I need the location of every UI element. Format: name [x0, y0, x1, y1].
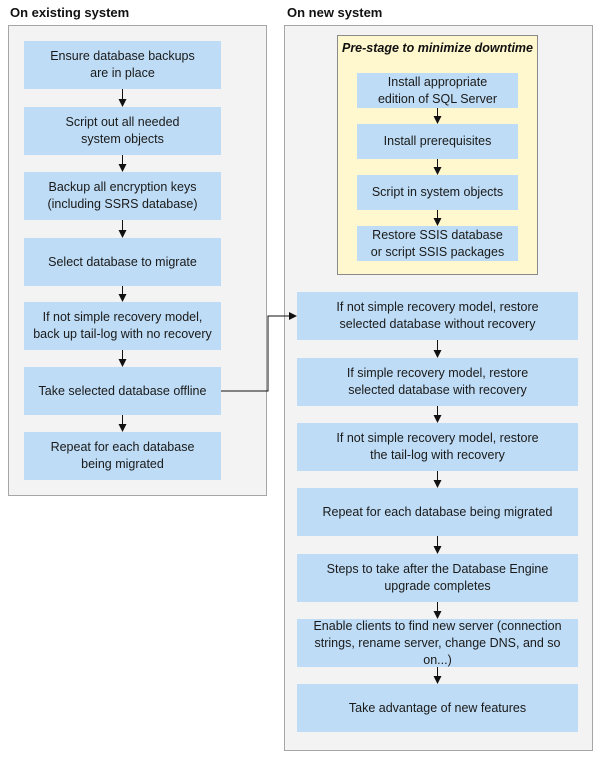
- step-label: Script out all needed system objects: [65, 115, 180, 146]
- step-label: Enable clients to find new server (conne…: [313, 618, 562, 667]
- step-repeat-existing: Repeat for each database being migrated: [24, 432, 221, 480]
- step-label: Repeat for each database being migrated: [322, 504, 553, 519]
- step-label: Script in system objects: [371, 185, 504, 199]
- step-label: Take selected database offline: [38, 383, 207, 398]
- step-take-database-offline: Take selected database offline: [24, 367, 221, 415]
- left-section-title: On existing system: [10, 5, 130, 20]
- step-enable-clients: Enable clients to find new server (conne…: [297, 619, 578, 667]
- step-script-out-system-objects: Script out all needed system objects: [24, 107, 221, 155]
- step-new-features: Take advantage of new features: [297, 684, 578, 732]
- step-label: Steps to take after the Database Engine …: [326, 562, 549, 593]
- step-label: Install appropriate edition of SQL Serve…: [377, 74, 498, 106]
- step-label: Select database to migrate: [48, 254, 197, 269]
- step-label: Ensure database backups are in place: [50, 49, 195, 80]
- step-restore-ssis: Restore SSIS database or script SSIS pac…: [357, 226, 518, 261]
- step-install-sql-server: Install appropriate edition of SQL Serve…: [357, 73, 518, 108]
- step-restore-tail-log: If not simple recovery model, restore th…: [297, 423, 578, 471]
- step-label: Repeat for each database being migrated: [50, 440, 195, 471]
- step-post-upgrade: Steps to take after the Database Engine …: [297, 554, 578, 602]
- step-label: If not simple recovery model, restore th…: [336, 431, 539, 462]
- step-label: Take advantage of new features: [348, 700, 527, 715]
- step-restore-without-recovery: If not simple recovery model, restore se…: [297, 292, 578, 340]
- step-label: If not simple recovery model, restore se…: [336, 300, 539, 331]
- step-restore-with-recovery: If simple recovery model, restore select…: [297, 358, 578, 406]
- right-section-title: On new system: [287, 5, 383, 20]
- step-select-database: Select database to migrate: [24, 238, 221, 286]
- step-label: If not simple recovery model, back up ta…: [33, 310, 212, 341]
- step-label: Restore SSIS database or script SSIS pac…: [370, 227, 505, 259]
- step-backup-encryption-keys: Backup all encryption keys (including SS…: [24, 172, 221, 220]
- step-label: If simple recovery model, restore select…: [346, 366, 529, 397]
- prestage-title: Pre-stage to minimize downtime: [341, 41, 533, 55]
- step-label: Install prerequisites: [383, 134, 492, 148]
- step-ensure-backups: Ensure database backups are in place: [24, 41, 221, 89]
- step-backup-tail-log: If not simple recovery model, back up ta…: [24, 302, 221, 350]
- step-install-prerequisites: Install prerequisites: [357, 124, 518, 159]
- step-label: Backup all encryption keys (including SS…: [47, 180, 198, 211]
- step-script-in-system-objects: Script in system objects: [357, 175, 518, 210]
- step-repeat-new: Repeat for each database being migrated: [297, 488, 578, 536]
